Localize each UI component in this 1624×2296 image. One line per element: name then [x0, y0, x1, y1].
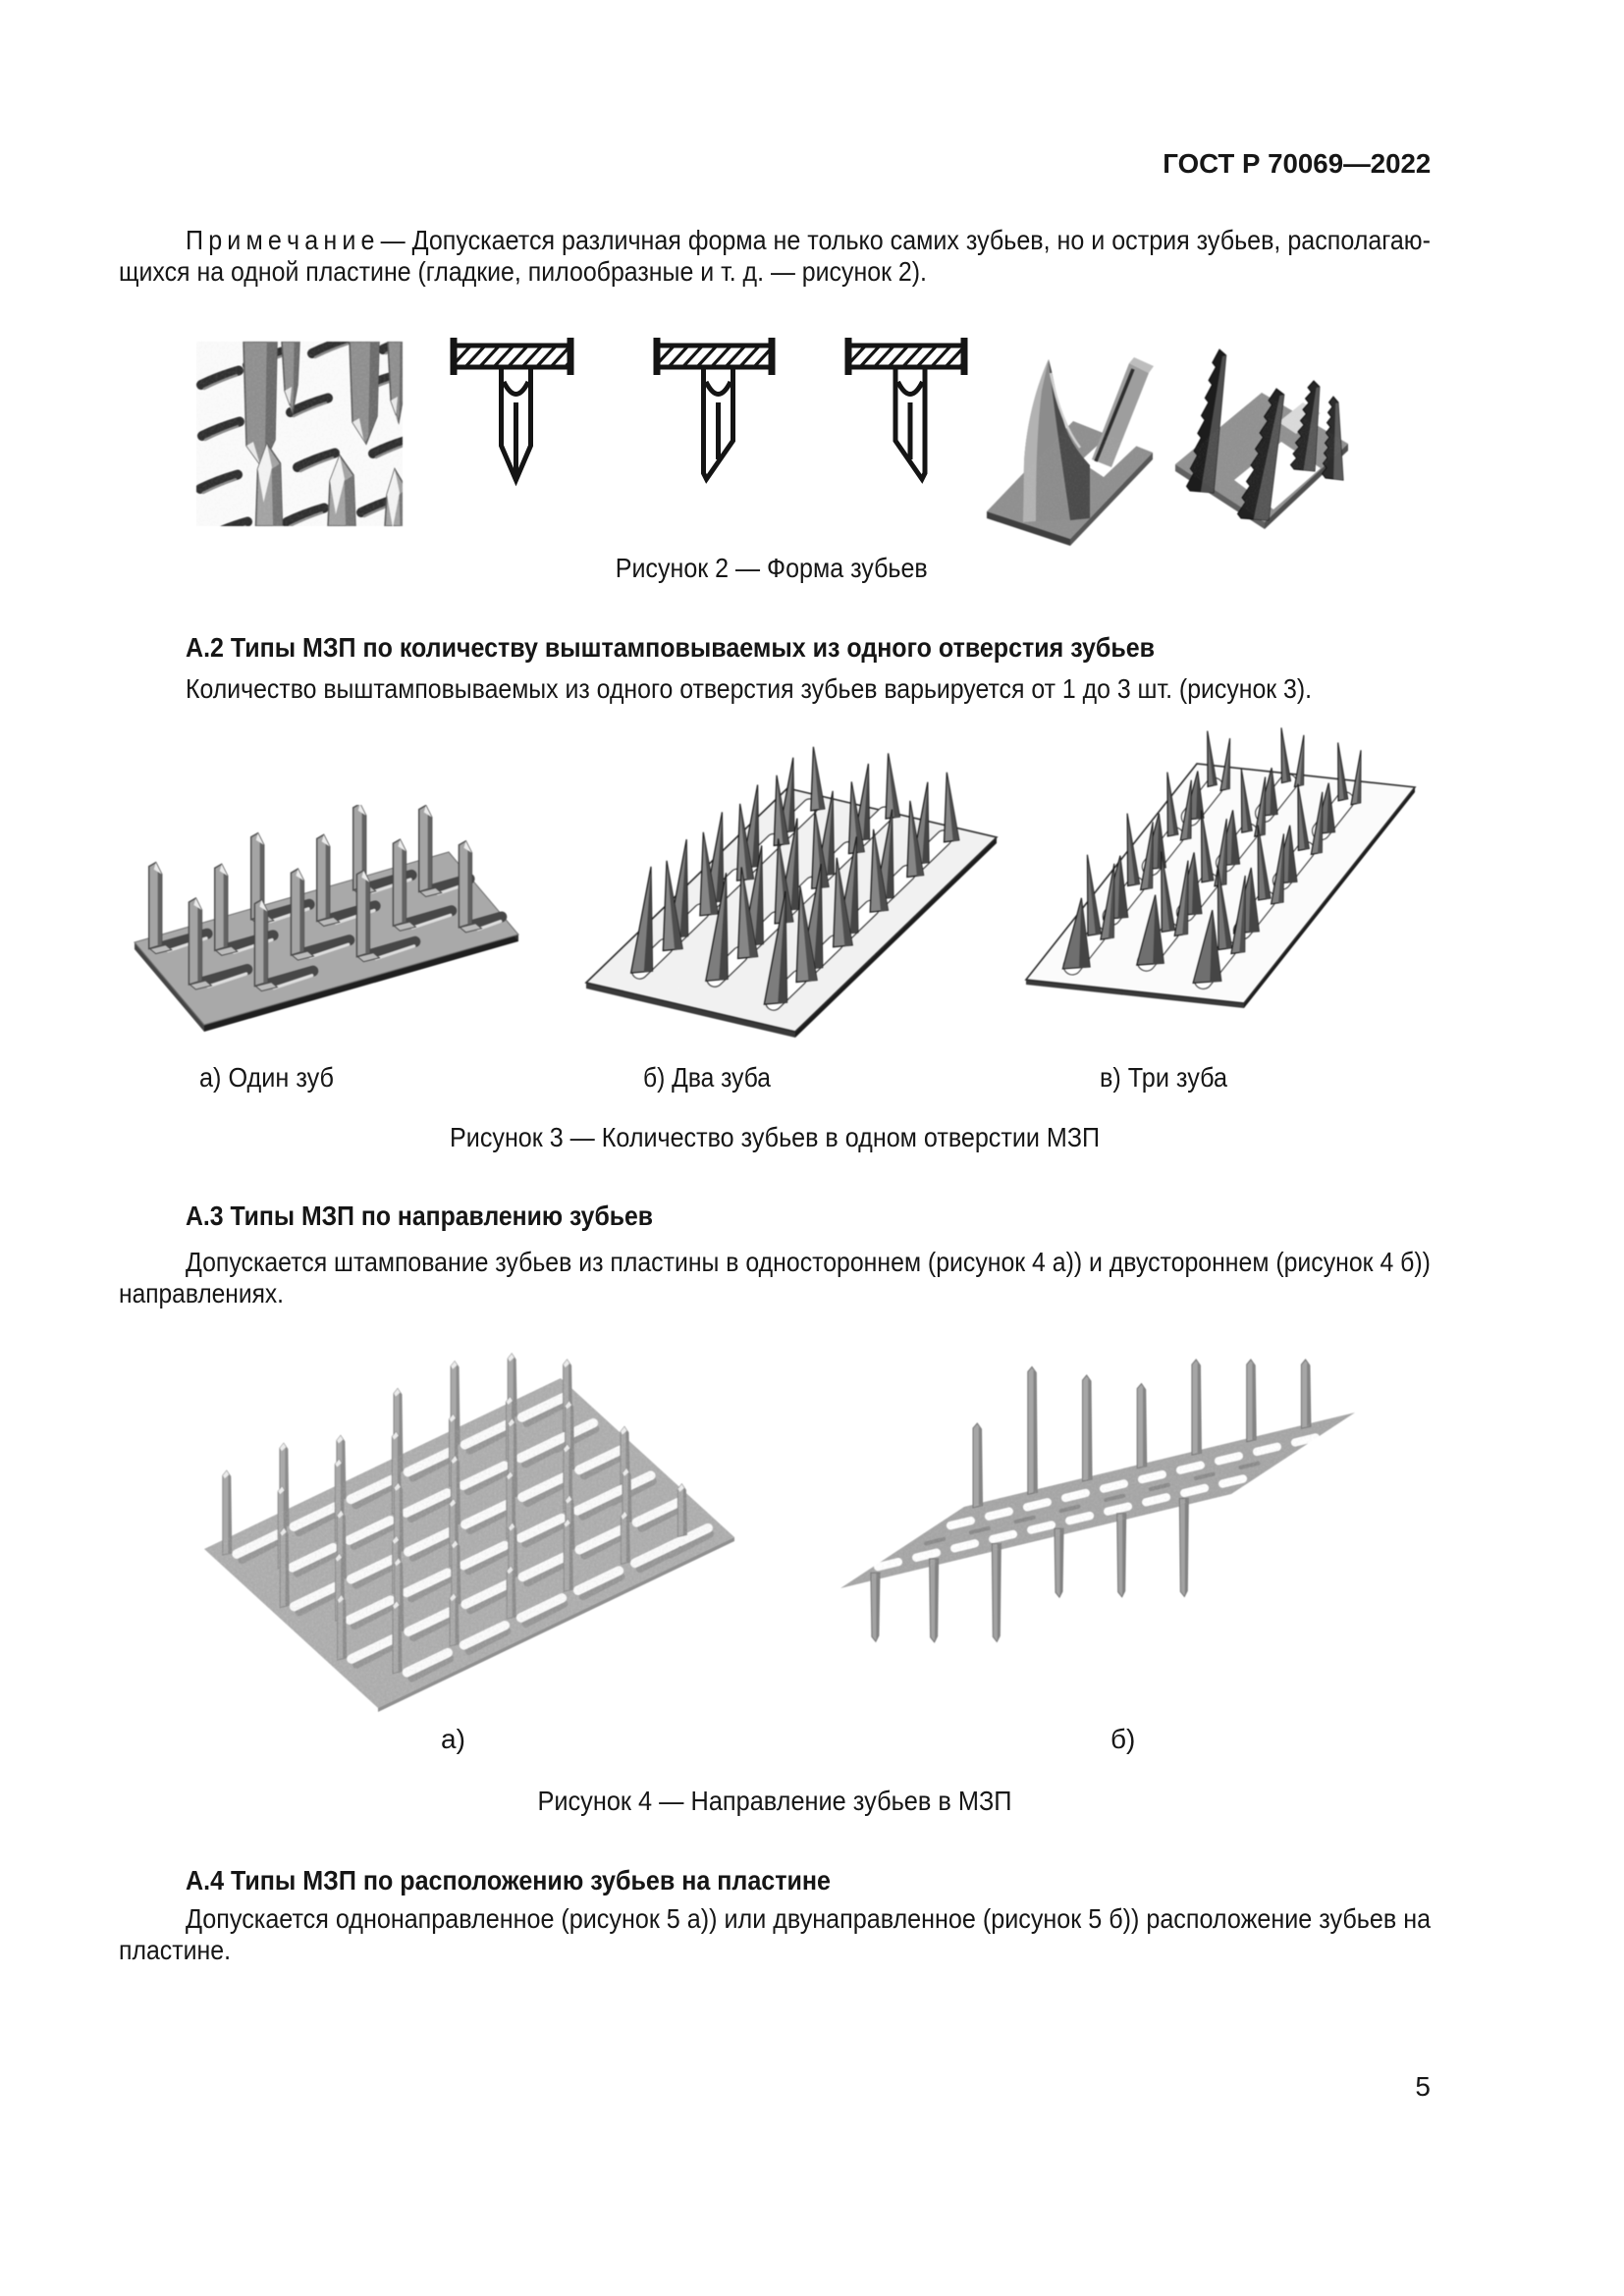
- figure3-label-v: в) Три зуба: [1100, 1062, 1227, 1093]
- section-a2-heading: А.2 Типы МЗП по количеству выштамповывае…: [186, 632, 1156, 663]
- figure3-label-a: а) Один зуб: [199, 1062, 335, 1093]
- figure3-label-b: б) Два зуба: [643, 1062, 772, 1093]
- section-a3-body-line-2: направлениях.: [119, 1278, 284, 1308]
- section-a3-heading: А.3 Типы МЗП по направлению зубьев: [186, 1201, 654, 1231]
- note-line-1-rest: — Допускается различная форма не только …: [373, 225, 1431, 255]
- section-a4-body-line-2: пластине.: [119, 1935, 231, 1965]
- figure4-plate-two-sided: [840, 1359, 1355, 1643]
- figure2-drawing-center-point: [450, 338, 574, 487]
- figure3-plate-two-teeth: [584, 746, 999, 1038]
- note-label: П р и м е ч а н и е: [186, 225, 375, 255]
- figure4-caption: Рисунок 4 — Направление зубьев в МЗП: [537, 1786, 1012, 1816]
- page-header: ГОСТ Р 70069—2022: [1162, 148, 1431, 179]
- section-a3-body-line-1: Допускается штампование зубьев из пласти…: [186, 1247, 1431, 1277]
- figure2-drawing-left-point: [653, 338, 776, 484]
- figure4-plate-one-sided: [204, 1353, 734, 1712]
- figure3-plate-three-teeth: [1024, 727, 1417, 1008]
- figure4-label-a: а): [441, 1724, 465, 1754]
- figure2-drawing-right-point: [844, 338, 968, 484]
- page-number: 5: [1415, 2071, 1431, 2102]
- figure2-render-serrated-teeth: [1175, 348, 1348, 529]
- note-line-2: щихся на одной пластине (гладкие, пилооб…: [119, 256, 927, 287]
- figure3-plate-one-tooth: [134, 805, 519, 1032]
- section-a4-body-line-1: Допускается однонаправленное (рисунок 5 …: [186, 1903, 1432, 1934]
- note-line-1: П р и м е ч а н и е — Допускается различ…: [186, 227, 1431, 254]
- figure3-caption: Рисунок 3 — Количество зубьев в одном от…: [450, 1122, 1100, 1152]
- figure2-photo-teeth: [196, 342, 403, 526]
- figure2-render-single-tooth: [987, 357, 1154, 546]
- figure4-label-b: б): [1110, 1724, 1136, 1754]
- figure2-caption: Рисунок 2 — Форма зубьев: [615, 553, 929, 583]
- section-a4-heading: А.4 Типы МЗП по расположению зубьев на п…: [186, 1865, 831, 1896]
- section-a2-body: Количество выштамповываемых из одного от…: [186, 673, 1313, 704]
